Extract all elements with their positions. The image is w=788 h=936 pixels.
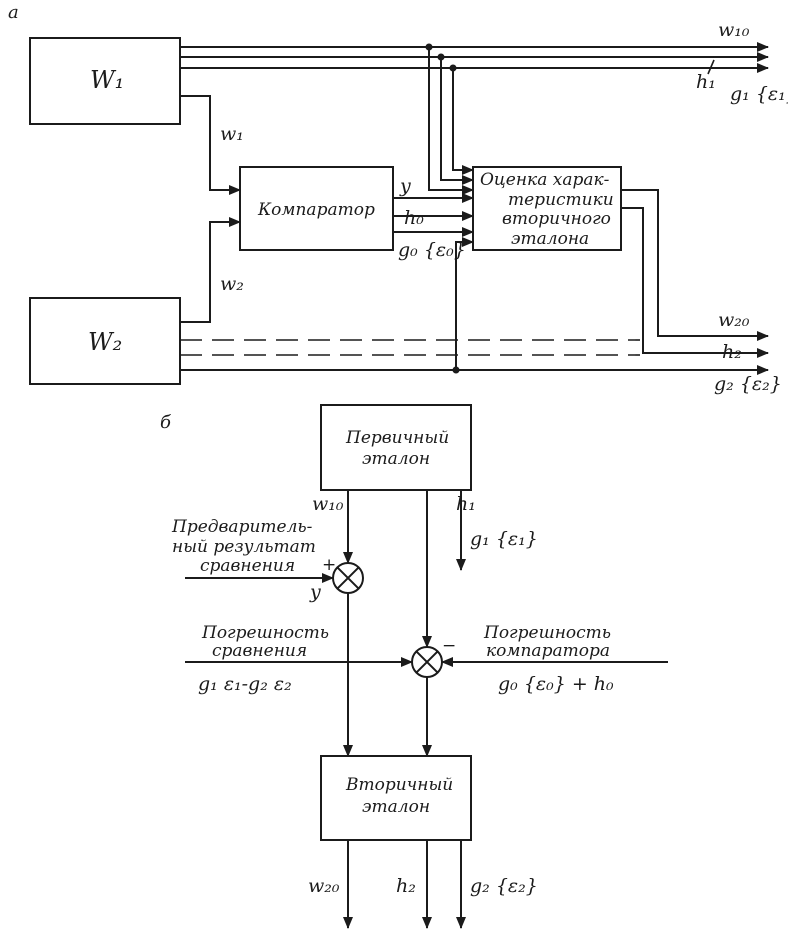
tap-h1-to-estimator	[440, 57, 474, 185]
out-h1-label: h₁	[696, 71, 716, 93]
tap-g2-to-estimator	[455, 237, 474, 370]
prelim-line-2: ный результат	[172, 537, 316, 557]
estimator-line-2: теристики	[508, 190, 614, 210]
cmp-err-line-1: Погрешность	[201, 623, 329, 643]
w2-box	[29, 297, 181, 385]
h2-out-line	[621, 207, 769, 358]
b-h1-label: h₁	[456, 493, 476, 515]
out-g2-label: g₂ {ε₂}	[714, 373, 782, 395]
secondary-line-1: Вторичный	[345, 775, 453, 795]
out-g1-label: g₁ {ε₁}	[730, 83, 788, 105]
prelim-line-3: сравнения	[200, 556, 295, 576]
secondary-standard-box	[320, 755, 472, 841]
summing-junction-1	[332, 562, 364, 594]
cmp-err-formula: g₁ ε₁-g₂ ε₂	[198, 673, 292, 695]
tap-w10-to-estimator	[428, 47, 474, 195]
cmp-err-line-2: сравнения	[212, 641, 307, 661]
comparator-label: Компаратор	[257, 200, 375, 220]
primary-standard-box	[320, 404, 472, 491]
tap-g1-to-estimator	[452, 68, 474, 175]
sig-h0-label: h₀	[404, 207, 424, 229]
primary-line-1: Первичный	[345, 428, 449, 448]
comparator-err-line-1: Погрешность	[483, 623, 611, 643]
b-g1-label: g₁ {ε₁}	[470, 528, 538, 550]
sum2-minus-sign: −	[442, 636, 456, 656]
estimator-line-4: эталона	[511, 229, 589, 249]
w1-to-comparator	[180, 95, 241, 195]
w1-box-label: W₁	[90, 66, 124, 94]
comparator-err-line-2: компаратора	[486, 641, 610, 661]
b-w20-label: w₂₀	[308, 875, 340, 897]
panel-a-label: а	[8, 2, 19, 23]
sig-w1-label: w₁	[220, 123, 244, 145]
w1-box	[29, 37, 181, 125]
b-y-label: y	[309, 581, 321, 603]
comparator-err-formula: g₀ {ε₀} + h₀	[498, 673, 614, 695]
sig-g0-label: g₀ {ε₀}	[398, 239, 466, 261]
primary-line-2: эталон	[362, 449, 430, 469]
panel-b-label: б	[160, 412, 172, 433]
b-w10-label: w₁₀	[312, 493, 344, 515]
sig-y-label: y	[399, 175, 411, 197]
w2-to-comparator	[180, 217, 241, 323]
prelim-line-1: Предваритель-	[171, 517, 313, 537]
estimator-line-3: вторичного	[502, 209, 611, 229]
w20-out-line	[621, 189, 769, 341]
sig-w2-label: w₂	[220, 273, 244, 295]
out-w10-label: w₁₀	[718, 19, 750, 41]
out-w20-label: w₂₀	[718, 309, 750, 331]
sum1-plus-sign: +	[322, 555, 336, 575]
b-h2-label: h₂	[396, 875, 416, 897]
h1-pointer	[707, 59, 715, 75]
comparator-box	[239, 166, 394, 251]
summing-junction-2	[411, 646, 443, 678]
w2-box-label: W₂	[88, 328, 122, 356]
out-h2-label: h₂	[722, 341, 742, 363]
b-g2-label: g₂ {ε₂}	[470, 875, 538, 897]
estimator-line-1: Оценка харак-	[480, 170, 610, 190]
secondary-line-2: эталон	[362, 797, 430, 817]
